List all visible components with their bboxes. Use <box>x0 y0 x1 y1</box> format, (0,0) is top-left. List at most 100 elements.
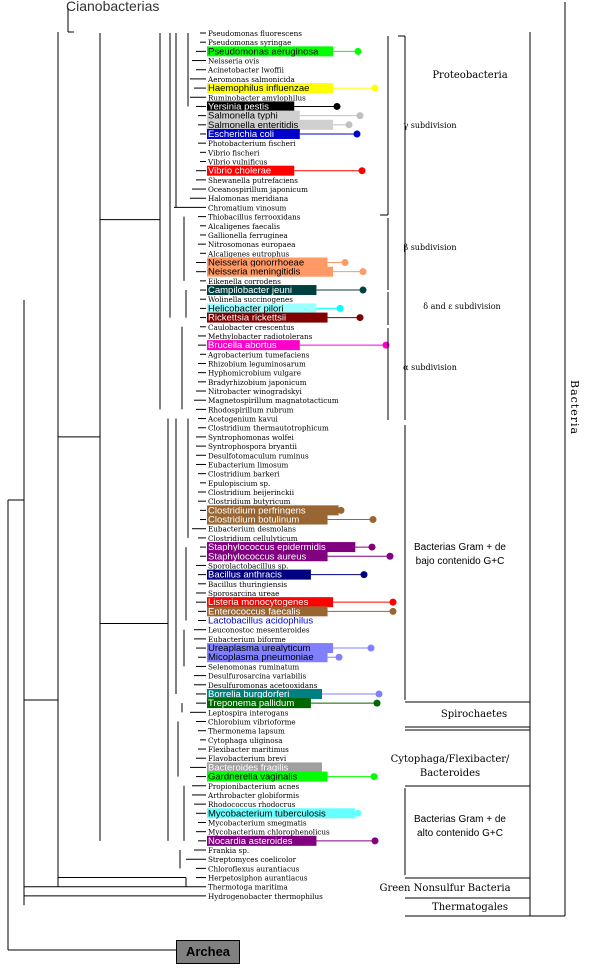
taxon-label: Sporosarcina ureae <box>208 589 279 598</box>
taxon-label: Nitrosomonas europaea <box>208 240 296 249</box>
taxon-label: Rhodospirillum rubrum <box>208 405 294 414</box>
taxon-label: Neisseria ovis <box>208 57 259 66</box>
taxon-label: Leptospira interogans <box>208 708 289 717</box>
taxon-highlight <box>207 110 300 121</box>
pathogen-dot <box>341 259 349 266</box>
taxon-label: Bacteroides fragilis <box>208 762 289 773</box>
group-label: α subdivision <box>403 363 457 372</box>
taxon-highlight <box>207 542 356 553</box>
taxon-label: Clostridium thermautotrophicum <box>208 424 329 433</box>
taxon-label: Pseudomonas syringae <box>208 38 291 47</box>
taxon-highlight <box>207 514 328 525</box>
taxon-highlight <box>207 597 334 608</box>
taxon-label: Magnetospirillum magnatotacticum <box>208 396 339 405</box>
pathogen-dot <box>353 130 361 138</box>
taxon-label: Neisseria gonorrhoeae <box>208 258 304 269</box>
taxon-label: Staphylococcus epidermidis <box>208 542 326 553</box>
taxon-label: Staphylococcus aureus <box>208 551 306 562</box>
taxon-label: Yersinia pestis <box>208 101 269 112</box>
taxon-label: Desulfuromonas acetooxidans <box>208 681 318 690</box>
taxon-label: Halomonas meridiana <box>208 194 289 203</box>
group-label: Green Nonsulfur Bacteria <box>379 883 510 894</box>
taxon-highlight <box>207 303 317 314</box>
pathogen-dot <box>337 506 345 514</box>
taxon-label: Helicobacter pilori <box>208 303 284 314</box>
taxon-label: Gardnerella vaginalis <box>208 772 297 783</box>
taxon-label: Selenomonas ruminatum <box>208 662 299 671</box>
taxon-highlight <box>207 83 334 94</box>
group-label: β subdivision <box>404 243 457 252</box>
taxon-label: Wolinella succinogenes <box>208 295 293 304</box>
taxon-highlight <box>207 165 295 176</box>
group-label: Bacteroides <box>420 768 480 779</box>
taxon-label: Frankia sp. <box>208 846 249 855</box>
group-label: Spirochaetes <box>441 709 507 720</box>
taxon-label: Syntrophospora bryantii <box>208 442 298 451</box>
taxon-highlight <box>207 835 317 846</box>
taxon-label: Bacillus anthracis <box>208 570 282 581</box>
taxon-highlight <box>207 312 328 323</box>
taxon-highlight <box>207 606 328 617</box>
taxon-label: Methylobacter radiotolerans <box>208 332 313 341</box>
taxon-label: Photobacterium fischeri <box>208 139 296 148</box>
taxon-label: Chloroflexus aurantiacus <box>208 864 300 873</box>
pathogen-dot <box>370 773 378 781</box>
pathogen-dot <box>368 543 376 551</box>
taxon-highlight <box>207 119 334 130</box>
domain-label-bacteria: Bacteria <box>568 380 581 435</box>
taxon-highlight <box>207 101 295 112</box>
taxon-label: Aeromonas salmonicida <box>207 75 296 84</box>
taxon-label: Eubacterium desmolans <box>208 525 296 534</box>
taxon-label: Mycobacterium smegmatis <box>208 818 307 827</box>
taxon-label: Flexibacter maritimus <box>208 745 289 754</box>
pathogen-dot <box>369 516 377 524</box>
taxon-label: Desulfurosarcina variabilis <box>208 672 306 681</box>
taxon-label: Pseudomonas fluorescens <box>208 29 302 38</box>
taxon-highlight <box>207 643 334 654</box>
taxon-label: Ureaplasma urealyticum <box>208 643 311 654</box>
taxon-label: Eubacterium limosum <box>208 460 288 469</box>
taxon-label: Alcaligenes eutrophus <box>207 249 290 258</box>
pathogen-dot <box>359 268 367 276</box>
taxon-highlight <box>207 698 311 709</box>
pathogen-dot <box>358 167 366 175</box>
taxon-label: Rhodococcus rhodocrus <box>208 800 296 809</box>
taxon-label: Thermonema lapsum <box>208 727 285 736</box>
archea-box: Archea <box>176 940 240 964</box>
taxon-label: Escherichia coli <box>208 129 274 140</box>
pathogen-dot <box>371 837 379 845</box>
taxon-label: Brucella abortus <box>208 340 277 351</box>
taxon-label: Alcaligenes faecalis <box>207 222 280 231</box>
pathogen-dot <box>359 286 367 294</box>
taxon-highlight <box>207 505 339 516</box>
taxon-label: Ruminobacter amylophilus <box>208 93 306 102</box>
pathogen-dot <box>354 809 362 817</box>
pathogen-dot <box>335 653 343 661</box>
svg-text:Bacteria: Bacteria <box>568 380 581 435</box>
group-label: γ subdivision <box>403 121 456 130</box>
taxon-highlight <box>207 128 300 139</box>
tree-branches <box>7 8 206 951</box>
taxon-highlight <box>207 257 328 268</box>
taxon-label: Gallionella ferruginea <box>208 231 288 240</box>
taxon-label: Clostridium butyricum <box>208 497 291 506</box>
pathogen-dot <box>367 644 375 652</box>
pathogen-dot <box>389 598 397 606</box>
taxon-label: Bradyrhizobium japonicum <box>208 378 307 387</box>
pathogen-dot <box>371 84 379 92</box>
taxon-label: Acinetobacter lwoffii <box>207 66 285 75</box>
group-label: bajo contenido G+C <box>416 556 505 567</box>
taxon-label: Cytophaga uliginosa <box>208 736 283 745</box>
taxon-label: Micoplasma pneumoniae <box>208 652 314 663</box>
taxon-highlight <box>207 266 334 277</box>
taxon-label: Flavobacterium brevi <box>208 754 287 763</box>
taxon-label: Acetogenium kavui <box>207 415 279 424</box>
taxon-label: Chromatium vinosum <box>208 203 287 212</box>
taxon-label: Hydrogenobacter thermophilus <box>208 892 323 901</box>
pathogen-dot <box>345 121 353 129</box>
taxon-highlight <box>207 808 356 819</box>
pathogen-dot <box>360 571 368 579</box>
group-label: Thermatogales <box>432 902 508 913</box>
